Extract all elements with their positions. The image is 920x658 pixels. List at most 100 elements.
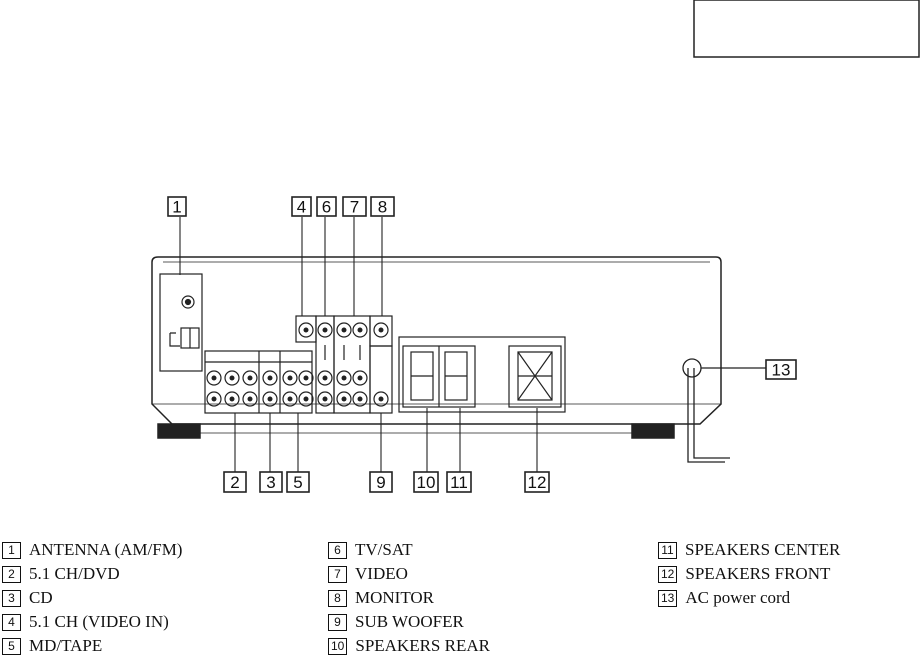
callout-2: 2 bbox=[223, 471, 247, 493]
legend-item-9: 9 SUB WOOFER bbox=[328, 610, 490, 634]
rca-jack-pin bbox=[322, 375, 328, 381]
legend-label: AC power cord bbox=[685, 588, 791, 607]
callout-number: 3 bbox=[266, 473, 275, 492]
legend-item-7: 7 VIDEO bbox=[328, 562, 490, 586]
legend-number: 12 bbox=[658, 565, 678, 583]
callout-number: 6 bbox=[322, 198, 331, 217]
rca-jack bbox=[336, 391, 352, 407]
callout-number: 5 bbox=[293, 473, 302, 492]
callout-number: 10 bbox=[417, 473, 436, 492]
callout-5: 5 bbox=[286, 471, 310, 493]
legend-number: 10 bbox=[328, 637, 348, 655]
rca-jack bbox=[352, 322, 368, 338]
rca-jack bbox=[298, 370, 314, 386]
rca-jack bbox=[242, 391, 258, 407]
rca-jack-pin bbox=[267, 396, 273, 402]
callout-10: 10 bbox=[413, 471, 439, 493]
rca-jack bbox=[336, 370, 352, 386]
rca-jack bbox=[282, 370, 298, 386]
rca-jack bbox=[352, 370, 368, 386]
rca-jack-pin bbox=[322, 327, 328, 333]
callout-4: 4 bbox=[291, 196, 312, 217]
legend-label: CD bbox=[29, 588, 53, 607]
rca-jack bbox=[242, 370, 258, 386]
legend-item-2: 2 5.1 CH/DVD bbox=[2, 562, 182, 586]
callout-1: 1 bbox=[167, 196, 187, 217]
legend-item-8: 8 MONITOR bbox=[328, 586, 490, 610]
callout-number: 1 bbox=[172, 198, 181, 217]
antenna-terminal bbox=[159, 273, 203, 372]
rca-jack bbox=[373, 322, 389, 338]
rca-jack-pin bbox=[357, 375, 363, 381]
callout-number: 4 bbox=[297, 198, 306, 217]
jack-panel-lower bbox=[204, 350, 313, 414]
rca-jack bbox=[317, 370, 333, 386]
legend-number: 4 bbox=[2, 613, 21, 631]
rca-jack bbox=[224, 370, 240, 386]
callout-number: 8 bbox=[378, 198, 387, 217]
rca-jack bbox=[206, 370, 222, 386]
legend-label: 5.1 CH/DVD bbox=[29, 564, 120, 583]
legend-label: SUB WOOFER bbox=[355, 612, 464, 631]
speaker-terminals-front bbox=[508, 345, 562, 408]
rca-jack-pin bbox=[211, 396, 217, 402]
callout-12: 12 bbox=[524, 471, 550, 493]
callout-8: 8 bbox=[370, 196, 395, 217]
leader-lines bbox=[179, 217, 538, 472]
legend-number: 9 bbox=[328, 613, 347, 631]
legend-number: 6 bbox=[328, 541, 347, 559]
legend-number: 7 bbox=[328, 565, 347, 583]
header-box bbox=[693, 0, 920, 58]
rca-jack-pin bbox=[247, 375, 253, 381]
legend-number: 2 bbox=[2, 565, 21, 583]
legend-item-5: 5 MD/TAPE bbox=[2, 634, 182, 658]
receiver-body bbox=[151, 256, 722, 439]
legend-label: MD/TAPE bbox=[29, 636, 103, 655]
legend-number: 5 bbox=[2, 637, 21, 655]
legend-item-12: 12 SPEAKERS FRONT bbox=[658, 562, 840, 586]
rca-jack-pin bbox=[303, 396, 309, 402]
legend-number: 11 bbox=[658, 541, 677, 559]
rca-jack-pin bbox=[303, 375, 309, 381]
legend-number: 8 bbox=[328, 589, 347, 607]
rca-jack-pin bbox=[229, 375, 235, 381]
legend-number: 1 bbox=[2, 541, 21, 559]
callout-3: 3 bbox=[259, 471, 283, 493]
callout-number: 13 bbox=[772, 361, 791, 380]
rca-jack bbox=[282, 391, 298, 407]
callout-7: 7 bbox=[342, 196, 367, 217]
rca-jack-pin bbox=[322, 396, 328, 402]
rca-jack-pin bbox=[247, 396, 253, 402]
legend-label: MONITOR bbox=[355, 588, 435, 607]
legend-label: SPEAKERS CENTER bbox=[685, 540, 841, 559]
ac-power-cord bbox=[682, 358, 766, 463]
rca-jack bbox=[373, 391, 389, 407]
rca-jack bbox=[336, 322, 352, 338]
rca-jack bbox=[317, 322, 333, 338]
rca-jack bbox=[262, 370, 278, 386]
legend-number: 3 bbox=[2, 589, 21, 607]
callout-9: 9 bbox=[369, 471, 393, 493]
rca-jack-pin bbox=[341, 375, 347, 381]
legend-label: SPEAKERS FRONT bbox=[685, 564, 831, 583]
legend-label: VIDEO bbox=[355, 564, 408, 583]
callout-6: 6 bbox=[316, 196, 337, 217]
rca-jack-pin bbox=[229, 396, 235, 402]
callout-number: 2 bbox=[230, 473, 239, 492]
rca-jack bbox=[352, 391, 368, 407]
rca-jack-pin bbox=[378, 396, 384, 402]
rca-jack-pin bbox=[211, 375, 217, 381]
rca-jack bbox=[298, 391, 314, 407]
rca-jacks bbox=[206, 370, 314, 407]
rca-jacks-upper bbox=[298, 322, 389, 407]
rca-jack bbox=[206, 391, 222, 407]
